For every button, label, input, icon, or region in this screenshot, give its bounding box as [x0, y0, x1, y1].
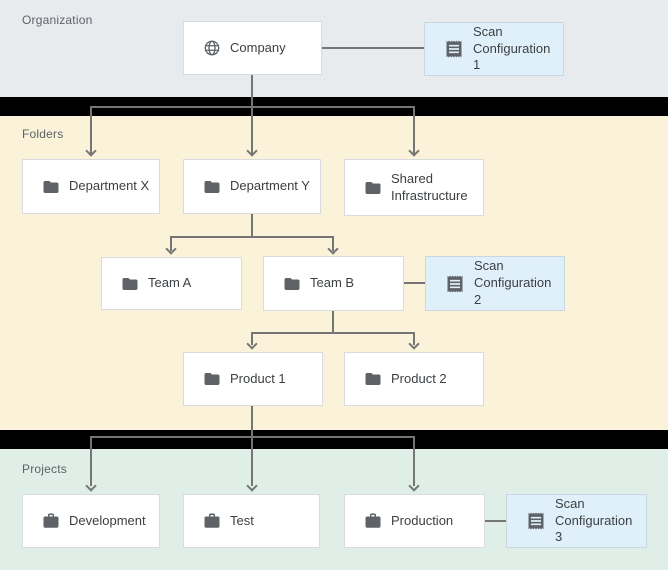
connector-department-y-down — [251, 214, 253, 237]
node-company: Company — [183, 21, 322, 75]
section-label-folders: Folders — [22, 127, 64, 141]
folder-icon — [364, 370, 382, 388]
connector-to-product-2 — [413, 332, 415, 345]
node-label-line: Scan — [474, 258, 504, 274]
node-team-b: Team B — [263, 256, 404, 311]
node-label: Development — [69, 512, 146, 528]
folder-icon — [42, 178, 60, 196]
node-label-line: Shared — [391, 170, 433, 186]
connector-team-b-down — [332, 311, 334, 334]
folder-icon — [203, 178, 221, 196]
connector-company-scanconfig1 — [322, 47, 424, 49]
node-label: Department X — [69, 178, 150, 194]
node-label-line: Configuration 2 — [474, 275, 552, 307]
connector-to-department-x — [90, 106, 92, 154]
node-label-line: Scan — [555, 495, 585, 511]
node-production: Production — [344, 494, 485, 548]
node-label: Team B — [310, 275, 355, 291]
connector-to-department-y — [251, 106, 253, 154]
node-department-y: Department Y — [183, 159, 321, 214]
node-label: Product 1 — [230, 370, 286, 386]
node-label: Team A — [148, 275, 192, 291]
section-label-organization: Organization — [22, 13, 93, 27]
node-label: Department Y — [230, 178, 310, 194]
connector-to-team-a — [170, 236, 172, 251]
connector-product-1-down — [251, 406, 253, 438]
node-product-1: Product 1 — [183, 352, 323, 406]
connector-company-down — [251, 75, 253, 108]
connector-to-product-1 — [251, 332, 253, 345]
briefcase-icon — [42, 512, 60, 530]
node-label: Company — [230, 39, 286, 55]
node-label: Test — [230, 512, 254, 528]
scan-receipt-icon — [444, 39, 464, 59]
folder-icon — [283, 275, 301, 293]
connector-team-b-scanconfig2 — [404, 282, 425, 284]
node-label: Production — [391, 512, 454, 528]
scan-receipt-icon — [445, 274, 465, 294]
connector-to-team-b — [332, 236, 334, 251]
connector-to-test — [251, 436, 253, 486]
connector-to-shared-infrastructure — [413, 106, 415, 154]
section-label-projects: Projects — [22, 462, 67, 476]
connector-to-production — [413, 436, 415, 486]
node-label-line: Configuration 3 — [555, 512, 633, 545]
node-label-line: Infrastructure — [391, 187, 468, 203]
node-department-x: Department X — [22, 159, 160, 214]
folder-icon — [203, 370, 221, 388]
node-development: Development — [22, 494, 160, 548]
connector-production-scanconfig3 — [485, 520, 506, 522]
node-product-2: Product 2 — [344, 352, 484, 406]
connector-product-branch — [251, 332, 415, 334]
scan-receipt-icon — [526, 511, 546, 531]
connector-to-development — [90, 436, 92, 486]
node-label-line: Configuration 1 — [473, 40, 551, 73]
briefcase-icon — [364, 512, 382, 530]
node-label-line: Scan — [473, 23, 503, 39]
node-label: Product 2 — [391, 370, 447, 386]
globe-icon — [203, 39, 221, 57]
node-team-a: Team A — [101, 257, 242, 310]
node-test: Test — [183, 494, 320, 548]
folder-icon — [121, 275, 139, 293]
connector-team-branch — [170, 236, 334, 238]
briefcase-icon — [203, 512, 221, 530]
folder-icon — [364, 179, 382, 197]
